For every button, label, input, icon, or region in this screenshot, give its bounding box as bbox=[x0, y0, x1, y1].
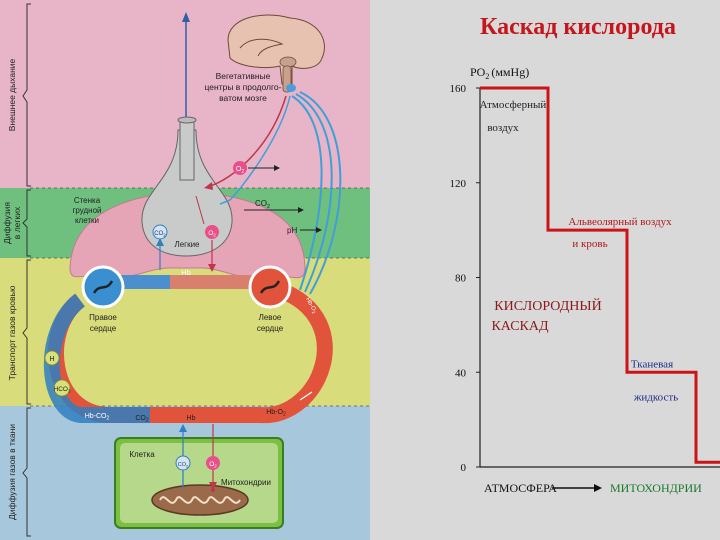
flow-arrows-bottom bbox=[299, 391, 313, 401]
zone-label-transport: Транспорт газов кровью bbox=[7, 285, 17, 380]
brain-label-2: центры в продолго- bbox=[205, 82, 282, 92]
chart-panel bbox=[370, 0, 720, 540]
zone-label-external: Внешнее дыхание bbox=[7, 58, 17, 131]
h-plus-label: H bbox=[49, 356, 54, 363]
lung-o2-label: O2 bbox=[208, 230, 216, 238]
y-tick-120: 120 bbox=[450, 178, 467, 190]
brain bbox=[227, 14, 325, 85]
vessel-left bbox=[43, 293, 150, 423]
brain-label-3: ватом мозге bbox=[219, 93, 267, 103]
y-tick-0: 0 bbox=[461, 462, 467, 474]
center-label-1: КИСЛОРОДНЫЙ bbox=[494, 297, 601, 314]
nerve-lung bbox=[209, 95, 287, 187]
respiration-diagram: Внешнее дыхание Диффузия в легких Трансп… bbox=[0, 0, 370, 540]
center-label-2: КАСКАД bbox=[491, 319, 549, 334]
bracket-external bbox=[22, 3, 31, 187]
brain-label-1: Вегетативные bbox=[216, 71, 271, 81]
mitochondria-label: Митохондрии bbox=[221, 478, 271, 487]
y-tick-80: 80 bbox=[455, 273, 467, 285]
h-plus-bubble bbox=[44, 350, 60, 366]
y-tick-160: 160 bbox=[450, 83, 467, 95]
cascade-line bbox=[480, 86, 720, 464]
trachea bbox=[179, 119, 195, 181]
nerve-2 bbox=[295, 93, 333, 293]
zone-label-tissue: Диффузия газов в ткани bbox=[7, 424, 17, 520]
oxygen-cascade-chart: Каскад кислорода PO2(ммHg) 0 40 80 120 160 А… bbox=[370, 0, 720, 540]
chest-wall-label-3: клетки bbox=[75, 216, 99, 225]
bracket-lung bbox=[22, 189, 31, 257]
zone-label-lung-line2: в легких bbox=[12, 206, 22, 239]
y-tick-40: 40 bbox=[455, 367, 467, 379]
lung-co2-label: CO2 bbox=[154, 231, 166, 238]
cell-o2-label: O2 bbox=[209, 461, 217, 469]
step-label-0-1: воздух bbox=[487, 122, 519, 134]
nerve-3 bbox=[299, 91, 342, 295]
o2-sensor-label: O2 bbox=[236, 166, 244, 175]
nerve-lung-blue bbox=[219, 95, 291, 205]
step-label-1-0: Альвеолярный воздух bbox=[568, 216, 672, 228]
hb-top-label: Hb bbox=[181, 268, 191, 277]
x-end-label: МИТОХОНДРИИ bbox=[610, 481, 702, 495]
lungs bbox=[141, 129, 233, 257]
air-out-arrowhead bbox=[182, 12, 190, 22]
bracket-tissue bbox=[22, 407, 31, 537]
bottom-co2-label: CO2 bbox=[135, 415, 149, 424]
left-heart-label-2: сердце bbox=[257, 324, 284, 333]
nerve-1 bbox=[291, 95, 323, 291]
co2-sensor-label: CO2 bbox=[255, 199, 270, 210]
right-heart-label-1: Правое bbox=[89, 313, 117, 322]
x-direction-arrowhead bbox=[594, 484, 602, 492]
step-label-0-0: Атмосферный bbox=[480, 99, 547, 111]
chest-wall-label-2: грудной bbox=[72, 206, 101, 215]
hb-bottom-label: Hb bbox=[187, 415, 196, 422]
hbco2-label: Hb-CO2 bbox=[85, 413, 110, 422]
lung-o2-bubble bbox=[205, 225, 219, 239]
step-label-2-0: Тканевая bbox=[631, 358, 673, 370]
cell-co2-label: CO2 bbox=[178, 462, 189, 469]
hco3-label: HCO3 bbox=[54, 386, 71, 394]
left-heart-label-1: Левое bbox=[259, 313, 282, 322]
ph-label: pH bbox=[287, 226, 297, 235]
hbo2-bottom-label: Hb-O2 bbox=[266, 409, 286, 418]
cell-label: Клетка bbox=[129, 450, 155, 459]
right-heart-label-2: сердце bbox=[90, 324, 117, 333]
x-start-label: АТМОСФЕРА bbox=[484, 481, 557, 495]
chart-title: Каскад кислорода bbox=[480, 14, 676, 40]
hco3-bubble bbox=[53, 379, 71, 397]
lungs-label: Легкие bbox=[174, 240, 200, 249]
chest-wall-label-1: Стенка bbox=[74, 196, 101, 205]
zone-label-lung-line1: Диффузия bbox=[2, 202, 12, 244]
chart-ylabel: PO2(ммHg) bbox=[470, 65, 529, 81]
step-label-2-1: жидкость bbox=[633, 391, 678, 403]
step-label-1-1: и кровь bbox=[572, 238, 607, 250]
bracket-transport bbox=[22, 259, 31, 405]
o2-sensor bbox=[233, 161, 247, 175]
cell-o2-bubble bbox=[206, 456, 220, 470]
